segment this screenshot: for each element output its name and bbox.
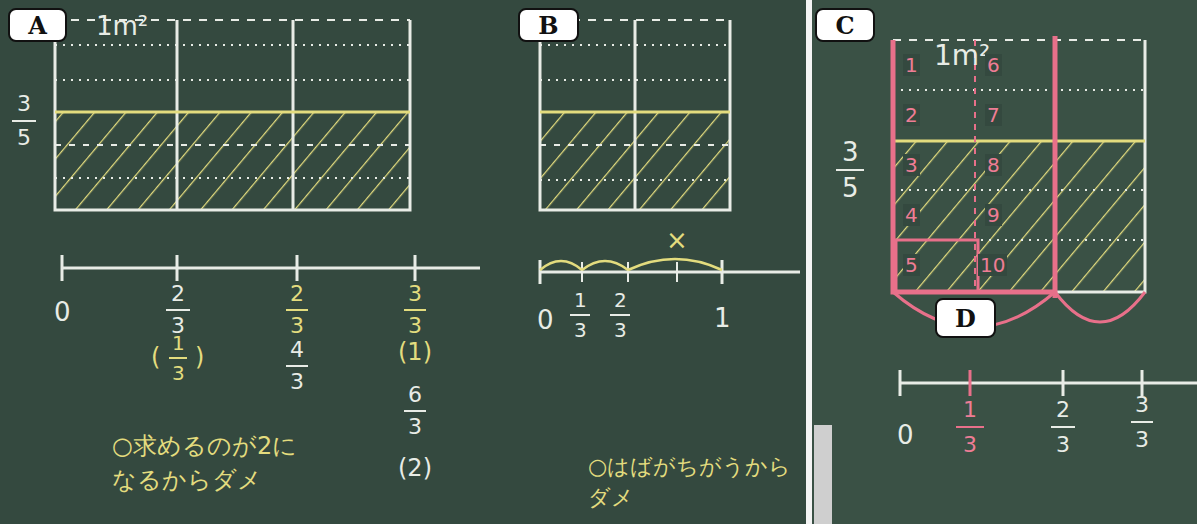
chalk-label: 2: [290, 282, 304, 306]
chalk-label: 3: [963, 433, 977, 457]
chalk-label: 3: [290, 314, 304, 338]
chalk-label: 4: [290, 338, 304, 362]
panel-tag: C: [815, 8, 875, 42]
note-text: ○求めるのが2に なるからダメ: [112, 430, 327, 497]
chalk-label: 3: [17, 92, 31, 116]
chalk-label: 1: [574, 289, 587, 311]
chalk-label: 3: [1135, 393, 1149, 417]
cell-number: 2: [903, 104, 920, 126]
chalk-label: 2: [171, 282, 185, 306]
chalk-label: 1: [963, 398, 977, 422]
chalk-label: (2): [398, 455, 432, 481]
panel-letter: B: [538, 11, 558, 40]
chalk-label: ): [195, 344, 204, 370]
panel-letter: A: [28, 11, 47, 40]
chalk-label: 3: [408, 282, 422, 306]
chalk-label: 1m²: [96, 12, 148, 41]
chalk-label: 3: [290, 370, 304, 394]
chalk-label: 3: [408, 314, 422, 338]
chalk-label: (: [151, 344, 160, 370]
chalk-label: (1): [398, 339, 432, 365]
panel-tag: A: [8, 8, 67, 42]
cell-number: 9: [985, 204, 1002, 226]
chalk-label: 3: [842, 138, 859, 167]
cell-number: 4: [903, 204, 920, 226]
chalk-label: 2: [1056, 398, 1070, 422]
chalk-label: 5: [842, 174, 859, 203]
panel-tag: B: [518, 8, 579, 42]
panel-letter: C: [835, 11, 854, 40]
chalk-label: 0: [897, 421, 914, 450]
cell-number: 5: [903, 254, 920, 276]
cell-number: 3: [903, 154, 920, 176]
chalk-label: 5: [17, 126, 31, 150]
chalk-label: 3: [614, 319, 627, 341]
panel-letter: D: [955, 304, 976, 333]
note-text: ○はばがちがうから ダメ: [588, 452, 800, 514]
chalk-label: 3: [574, 319, 587, 341]
chalk-label: 0: [54, 298, 71, 327]
chalk-label: 2: [614, 289, 627, 311]
cell-number: 6: [985, 54, 1002, 76]
cell-number: 7: [985, 104, 1002, 126]
chalk-label: 1m²: [934, 41, 990, 72]
panel-tag: D: [935, 298, 996, 338]
chalk-label: 1: [714, 304, 731, 333]
chalk-label: 3: [172, 362, 185, 384]
chalk-label: 6: [408, 383, 422, 407]
chalk-label: 3: [408, 415, 422, 439]
chalk-label: 3: [1056, 433, 1070, 457]
cell-number: 8: [985, 154, 1002, 176]
chalk-label: 3: [1135, 428, 1149, 452]
chalk-label: 0: [537, 306, 554, 335]
cell-number: 1: [903, 54, 920, 76]
chalk-label: 1: [172, 332, 185, 354]
cell-number: 10: [978, 254, 1007, 276]
chalk-label: ×: [666, 226, 688, 255]
